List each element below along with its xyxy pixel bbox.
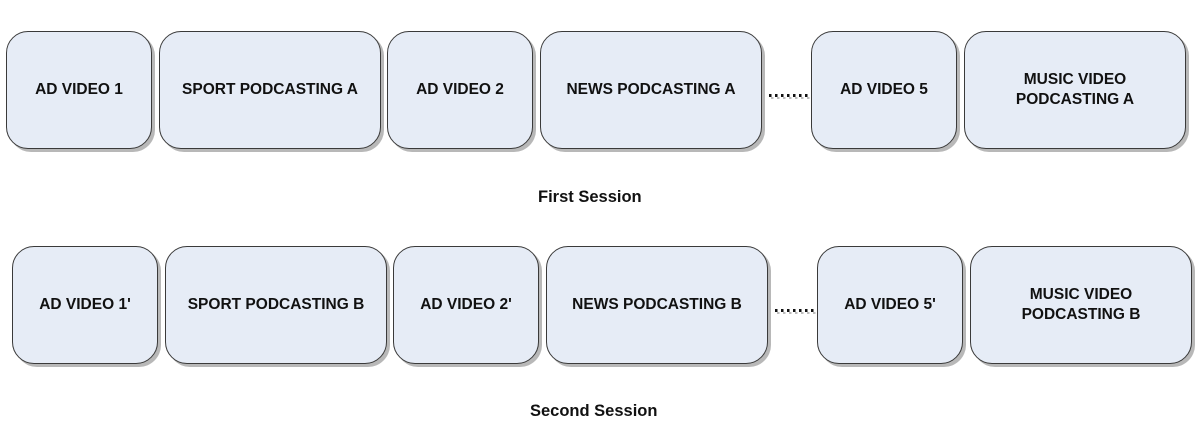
session-2-block-ad-video-1: AD VIDEO 1' xyxy=(12,246,158,364)
session-1-block-ad-video-5: AD VIDEO 5 xyxy=(811,31,957,149)
session-1-block-ad-video-2: AD VIDEO 2 xyxy=(387,31,533,149)
session-2-block-music-video-podcasting: MUSIC VIDEO PODCASTING B xyxy=(970,246,1192,364)
session-2-block-ad-video-2: AD VIDEO 2' xyxy=(393,246,539,364)
session-1-ellipsis-connector xyxy=(769,94,811,99)
session-1-block-music-video-podcasting: MUSIC VIDEO PODCASTING A xyxy=(964,31,1186,149)
session-2-block-ad-video-5: AD VIDEO 5' xyxy=(817,246,963,364)
session-2-caption: Second Session xyxy=(530,402,658,420)
session-1-caption: First Session xyxy=(538,188,642,206)
session-2-block-news-podcasting: NEWS PODCASTING B xyxy=(546,246,768,364)
session-1-block-news-podcasting: NEWS PODCASTING A xyxy=(540,31,762,149)
session-1-block-sport-podcasting: SPORT PODCASTING A xyxy=(159,31,381,149)
session-2-block-sport-podcasting: SPORT PODCASTING B xyxy=(165,246,387,364)
session-2-ellipsis-connector xyxy=(775,309,817,314)
session-1-block-ad-video-1: AD VIDEO 1 xyxy=(6,31,152,149)
